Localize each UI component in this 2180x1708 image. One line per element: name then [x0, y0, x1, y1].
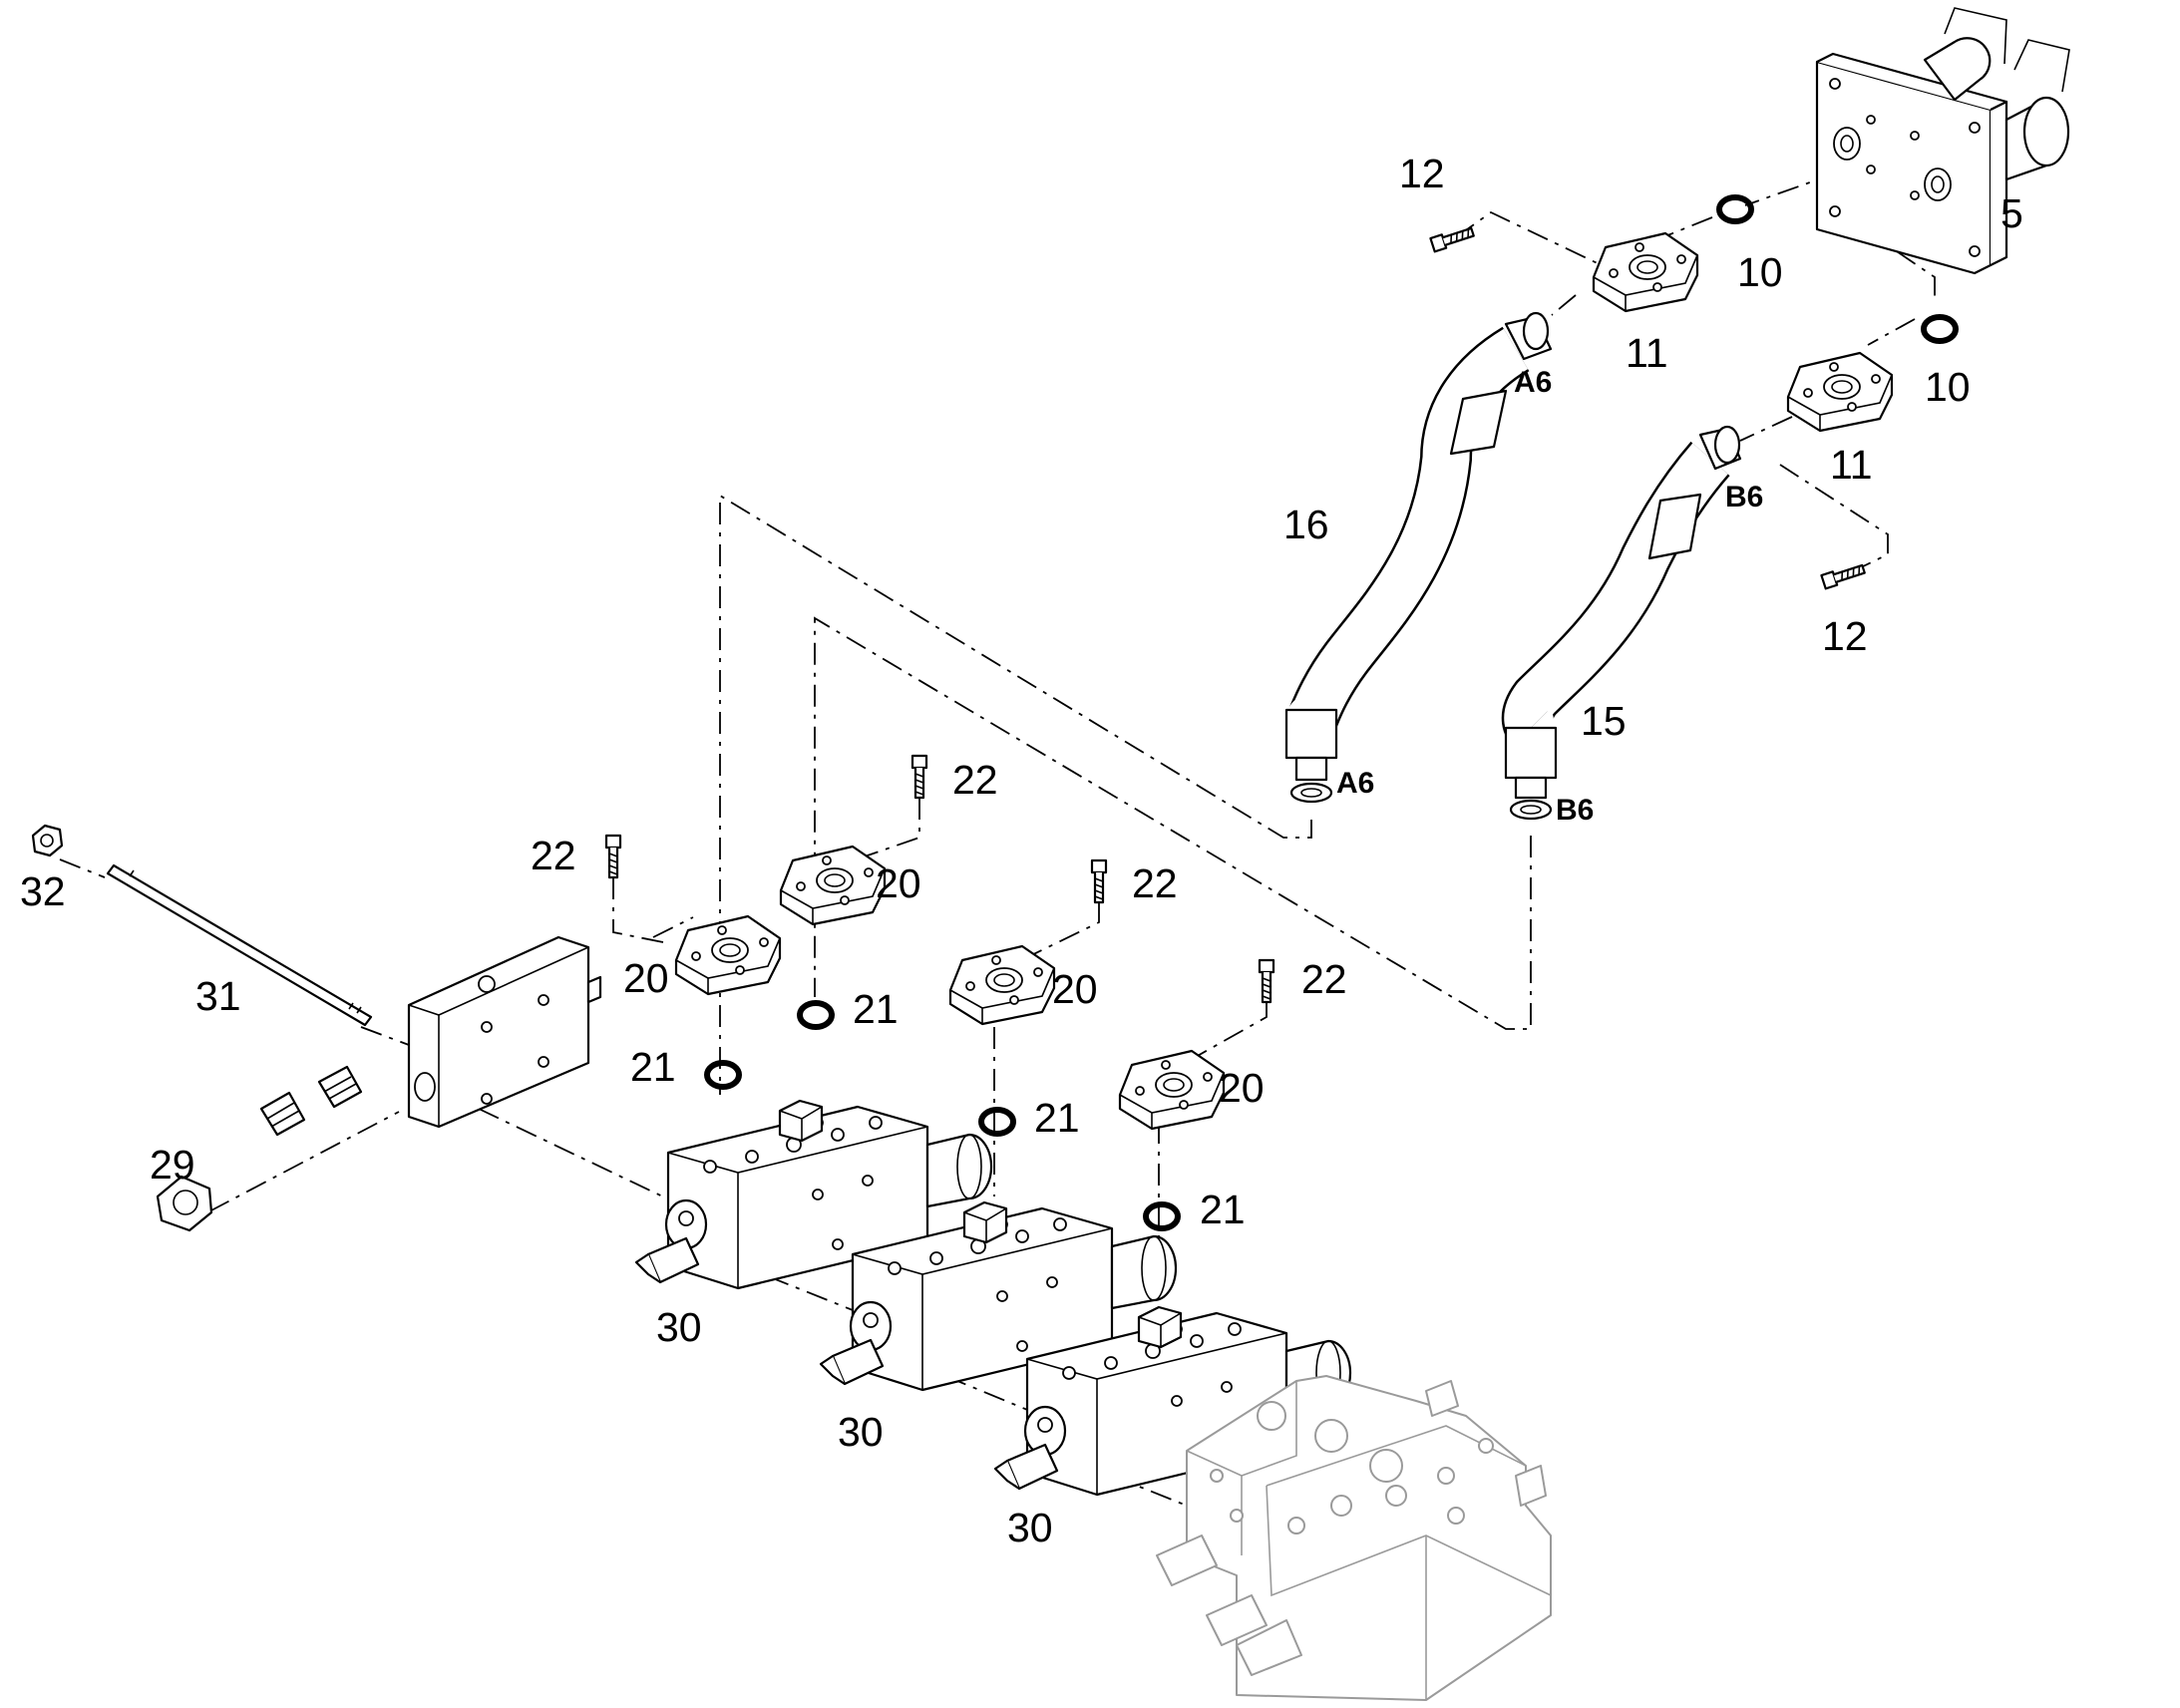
label-21-d: 21 — [1200, 1187, 1246, 1232]
bolt-22-d — [1258, 958, 1275, 1004]
o-ring-21-c — [981, 1110, 1013, 1134]
label-10-top: 10 — [1737, 249, 1783, 295]
assembly-line-valve1-to-valve2 — [767, 1275, 864, 1315]
o-ring-21-b — [800, 1003, 832, 1027]
label-10-bottom: 10 — [1925, 364, 1971, 410]
flange-11-b — [1786, 351, 1894, 433]
assembly-line-11b-to-12b — [1779, 464, 1889, 571]
flange-11-a — [1592, 231, 1699, 313]
port-label-b6-top: B6 — [1725, 481, 1763, 513]
assembly-line-11b-to-hose15 — [1739, 416, 1793, 442]
o-ring-10-b — [1924, 317, 1956, 341]
assembly-line-10b-to-11b — [1867, 318, 1916, 346]
port-label-b6-bottom: B6 — [1556, 794, 1594, 827]
hose-15 — [1501, 425, 1742, 821]
port-label-a6-bottom: A6 — [1336, 767, 1374, 800]
flange-20-a — [674, 914, 782, 996]
port-label-a6-top: A6 — [1514, 366, 1552, 399]
assembly-line-22c-20c — [1016, 902, 1100, 963]
nut-32 — [31, 824, 64, 857]
fittings-29 — [156, 1065, 363, 1232]
assembly-line-5-lower — [1836, 189, 1936, 297]
bolt-12-b — [1820, 560, 1867, 590]
assembly-line-22d-20d — [1186, 1002, 1268, 1063]
label-21-c: 21 — [1034, 1095, 1080, 1141]
label-29: 29 — [150, 1142, 195, 1188]
flange-20-b — [779, 845, 887, 926]
assembly-line-hose15-to-valve — [814, 616, 1532, 1030]
assembly-line-valve2-to-valve3 — [944, 1375, 1038, 1415]
label-31: 31 — [195, 973, 241, 1019]
flange-20-c — [948, 944, 1056, 1026]
label-20-b: 20 — [623, 955, 669, 1001]
label-30-a: 30 — [656, 1304, 702, 1350]
assembly-line-22a-20a — [612, 877, 664, 943]
assembly-line-12-to-11 — [1455, 210, 1607, 268]
label-22-a: 22 — [952, 757, 998, 803]
inlet-block — [407, 935, 602, 1129]
label-32: 32 — [20, 868, 66, 914]
assembly-line-32-to-31 — [59, 858, 106, 878]
flange-20-d — [1118, 1049, 1226, 1131]
label-20-d: 20 — [1219, 1065, 1265, 1111]
label-11-top: 11 — [1626, 330, 1668, 376]
bolt-12-a — [1429, 223, 1476, 253]
o-ring-21-d — [1146, 1204, 1178, 1228]
main-control-valve — [1156, 1375, 1552, 1701]
assembly-line-11-to-hose16 — [1551, 294, 1577, 316]
label-21-b: 21 — [630, 1044, 676, 1090]
bolt-22-a — [604, 834, 622, 879]
label-30-c: 30 — [1007, 1505, 1053, 1550]
label-15: 15 — [1581, 698, 1627, 744]
label-12-top: 12 — [1399, 151, 1445, 196]
hose-16 — [1284, 311, 1553, 804]
coupling-plate-5 — [1815, 7, 2070, 275]
label-12-bottom: 12 — [1822, 613, 1868, 659]
label-22-b: 22 — [531, 833, 576, 878]
bolt-22-b — [910, 754, 928, 800]
label-21-a: 21 — [853, 986, 899, 1032]
label-20-c: 20 — [1052, 966, 1098, 1012]
label-20-a: 20 — [876, 860, 921, 906]
o-ring-10-a — [1719, 197, 1751, 221]
assembly-line-block-to-valve1 — [478, 1108, 674, 1202]
bolt-22-c — [1090, 858, 1108, 904]
assembly-line-31-to-block — [360, 1026, 410, 1046]
o-ring-21-a — [707, 1063, 739, 1087]
label-16: 16 — [1283, 502, 1329, 547]
assembly-line-hose16-to-valve — [719, 494, 1312, 1095]
assembly-line-22a-20a-b — [652, 916, 694, 938]
tie-rod-31 — [106, 863, 373, 1027]
label-22-d: 22 — [1301, 956, 1347, 1002]
label-30-b: 30 — [838, 1409, 884, 1455]
label-5: 5 — [2000, 190, 2023, 236]
assembly-line-29-fittings — [208, 1111, 400, 1212]
label-22-c: 22 — [1132, 860, 1178, 906]
label-11-bottom: 11 — [1830, 442, 1873, 488]
